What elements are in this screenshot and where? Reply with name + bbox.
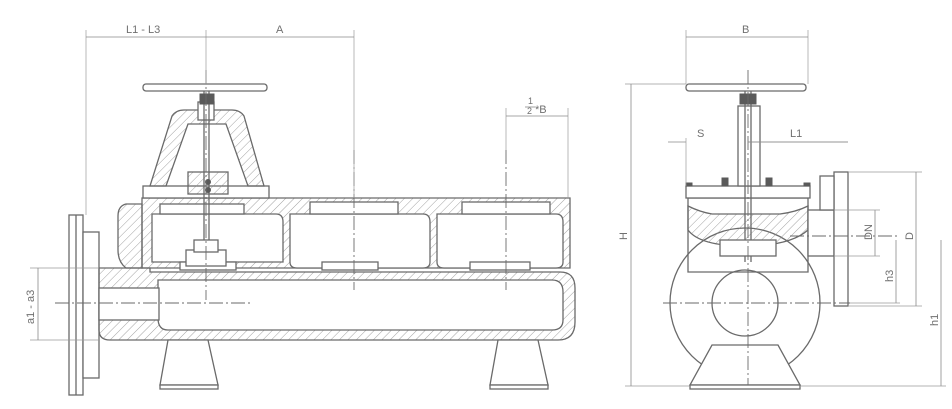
dim-label-half-numerator: 1: [528, 96, 533, 106]
handwheel: [142, 83, 268, 92]
dim-label-h1: h1: [929, 314, 941, 326]
dim-label-h: H: [618, 232, 630, 240]
upper-body: [117, 197, 571, 271]
dim-label-a: A: [276, 24, 284, 36]
dim-label-dn: DN: [863, 224, 875, 240]
lower-chamber: [98, 267, 576, 341]
dim-label-l1-l3: L1 - L3: [126, 24, 160, 36]
support-feet: [159, 339, 549, 390]
side-centre-lines: [55, 70, 507, 304]
dim-label-h3: h3: [884, 270, 896, 282]
dim-label-l1: L1: [790, 128, 802, 140]
front-dimensions: [625, 30, 946, 387]
dim-label-a1-a3: a1 - a3: [25, 290, 37, 324]
dim-label-b: B: [742, 24, 749, 36]
side-dimensions: [30, 30, 569, 341]
dim-label-s: S: [697, 128, 704, 140]
dim-label-d: D: [904, 232, 916, 240]
inlet-flange: [68, 214, 100, 396]
dim-label-half-denominator: 2: [527, 106, 532, 116]
side-section-view: [30, 30, 576, 396]
dim-label-half-b: *B: [535, 104, 547, 116]
front-view: [625, 30, 946, 390]
